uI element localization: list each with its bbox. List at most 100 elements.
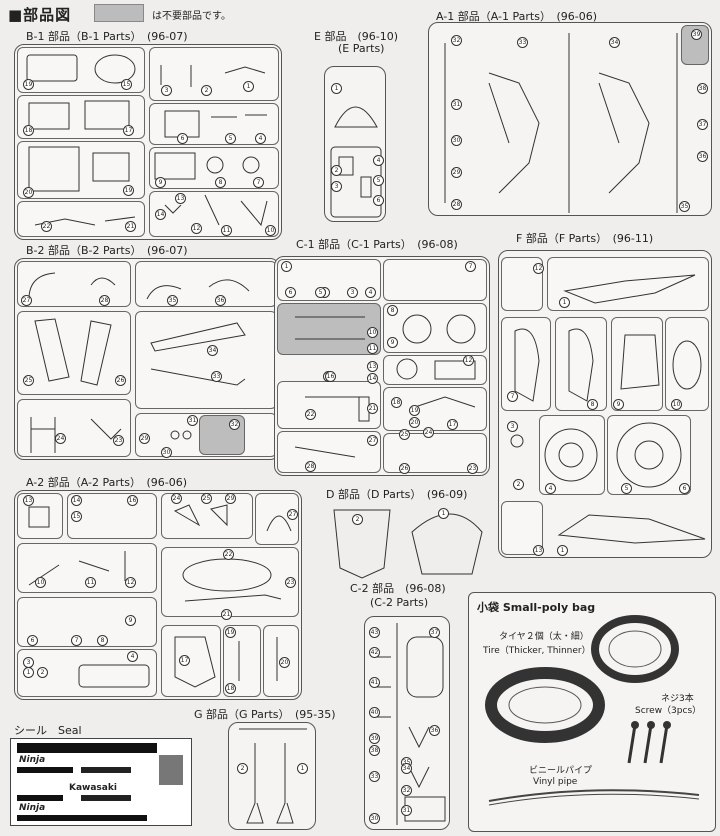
part-number: 6 xyxy=(679,483,690,494)
c1-cell-shock xyxy=(277,381,381,429)
part-number: 13 xyxy=(23,495,34,506)
part-number: 8 xyxy=(587,399,598,410)
part-number: 2 xyxy=(37,667,48,678)
part-number: 4 xyxy=(365,287,376,298)
part-number: 11 xyxy=(85,577,96,588)
sprue-b2: 27 28 35 36 25 26 34 33 24 23 29 30 31 3… xyxy=(14,258,280,460)
part-number: 5 xyxy=(373,175,384,186)
part-number: 5 xyxy=(225,133,236,144)
part-number: 10 xyxy=(367,327,378,338)
part-number: 18 xyxy=(23,125,34,136)
part-number: 13 xyxy=(175,193,186,204)
part-number: 25 xyxy=(23,375,34,386)
seal-label: シール Seal xyxy=(14,724,82,737)
part-number: 21 xyxy=(367,403,378,414)
b2-cell-pipes xyxy=(17,261,131,307)
part-number: 7 xyxy=(465,261,476,272)
group-label-c2-line1: C-2 部品 (96-08) xyxy=(350,582,446,595)
part-number: 38 xyxy=(697,83,708,94)
part-number: 28 xyxy=(99,295,110,306)
part-number: 1 xyxy=(297,763,308,774)
part-number: 6 xyxy=(285,287,296,298)
part-number: 37 xyxy=(697,119,708,130)
page-title: ■部品図 xyxy=(8,6,72,24)
part-number: 12 xyxy=(191,223,202,234)
group-label-g: G 部品（G Parts） (95-35) xyxy=(194,708,336,721)
sprue-d: 2 1 xyxy=(328,504,488,580)
part-number: 24 xyxy=(55,433,66,444)
group-label-d: D 部品（D Parts） (96-09) xyxy=(326,488,468,501)
unused-parts-legend-text: は不要部品です。 xyxy=(152,11,231,22)
part-number: 16 xyxy=(325,371,336,382)
part-number: 41 xyxy=(369,677,380,688)
c1-unused-fork xyxy=(277,303,381,355)
decal-brand-ninja-2: Ninja xyxy=(19,803,46,813)
part-number: 28 xyxy=(451,199,462,210)
b1-cell-small-parts xyxy=(149,191,279,237)
part-number: 33 xyxy=(211,371,222,382)
part-number: 17 xyxy=(179,655,190,666)
part-number: 14 xyxy=(367,373,378,384)
part-number: 6 xyxy=(373,195,384,206)
part-number: 13 xyxy=(533,545,544,556)
part-number: 15 xyxy=(121,79,132,90)
vinyl-pipe-label-en: Vinyl pipe xyxy=(533,777,578,787)
part-number: 35 xyxy=(167,295,178,306)
screw-label-jp: ネジ3本 xyxy=(661,694,694,704)
part-number: 27 xyxy=(287,509,298,520)
part-number: 4 xyxy=(545,483,556,494)
group-label-a1: A-1 部品（A-1 Parts） (96-06) xyxy=(436,10,597,23)
part-number: 23 xyxy=(285,577,296,588)
part-number: 16 xyxy=(127,495,138,506)
part-number: 4 xyxy=(373,155,384,166)
part-number: 9 xyxy=(155,177,166,188)
part-number: 34 xyxy=(207,345,218,356)
part-number: 22 xyxy=(41,221,52,232)
part-number: 32 xyxy=(229,419,240,430)
part-number: 1 xyxy=(243,81,254,92)
part-number: 23 xyxy=(467,463,478,474)
part-number: 36 xyxy=(215,295,226,306)
part-number: 2 xyxy=(237,763,248,774)
part-number: 6 xyxy=(27,635,38,646)
part-number: 39 xyxy=(369,733,380,744)
part-number: 36 xyxy=(697,151,708,162)
part-number: 29 xyxy=(225,493,236,504)
f-cell-fairing-right xyxy=(555,317,607,411)
part-number: 30 xyxy=(161,447,172,458)
part-number: 26 xyxy=(399,463,410,474)
group-label-c1: C-1 部品（C-1 Parts） (96-08) xyxy=(296,238,458,251)
part-number: 3 xyxy=(331,181,342,192)
group-label-b2: B-2 部品（B-2 Parts） (96-07) xyxy=(26,244,188,257)
part-number: 17 xyxy=(123,125,134,136)
part-number: 1 xyxy=(438,508,449,519)
f-cell-tank xyxy=(611,317,663,411)
part-number: 19 xyxy=(409,405,420,416)
part-number: 31 xyxy=(187,415,198,426)
sprue-e: 1 2 3 4 5 6 xyxy=(324,66,386,222)
part-number: 38 xyxy=(369,745,380,756)
part-number: 28 xyxy=(305,461,316,472)
part-number: 40 xyxy=(369,707,380,718)
part-number: 10 xyxy=(35,577,46,588)
part-number: 14 xyxy=(71,495,82,506)
poly-bag-title: 小袋 Small-poly bag xyxy=(477,601,596,614)
part-number: 18 xyxy=(225,683,236,694)
part-number: 7 xyxy=(507,391,518,402)
f-cell-screen xyxy=(665,317,709,411)
sprue-c1: 1 2 3 4 5 6 7 8 9 10 11 12 13 14 15 16 1… xyxy=(274,256,490,476)
part-number: 42 xyxy=(369,647,380,658)
part-number: 8 xyxy=(387,305,398,316)
a2-cell-2 xyxy=(67,493,157,539)
small-poly-bag-panel: 小袋 Small-poly bag タイヤ２個（太・細） Tire（Thicke… xyxy=(468,592,716,832)
part-number: 11 xyxy=(221,225,232,236)
part-number: 5 xyxy=(621,483,632,494)
f-cell-front-wheel xyxy=(539,415,605,495)
group-label-c2-line2: (C-2 Parts) xyxy=(370,596,429,609)
f-cell-rear-wheel xyxy=(607,415,691,495)
decal-brand-ninja: Ninja xyxy=(19,755,46,765)
part-number: 5 xyxy=(315,287,326,298)
part-number: 30 xyxy=(451,135,462,146)
part-number: 29 xyxy=(451,167,462,178)
part-number: 33 xyxy=(369,771,380,782)
